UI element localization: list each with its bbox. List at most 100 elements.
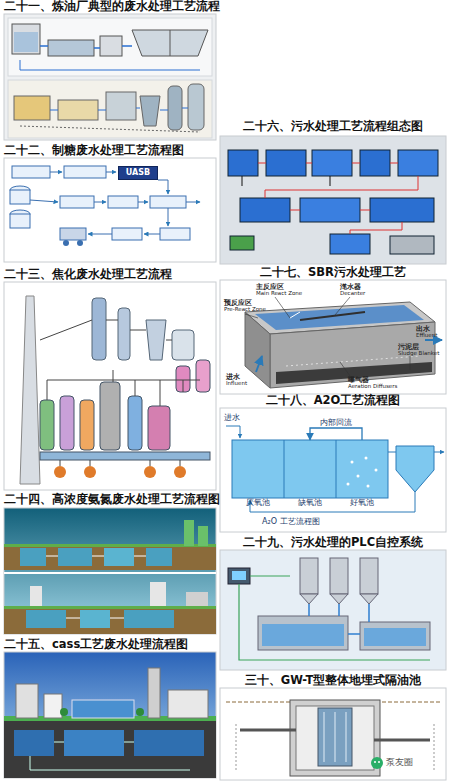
sbr-tank-art [276,362,432,384]
sugar-process-art [106,172,116,173]
scada-process-art [242,176,330,186]
cass-process-art [148,668,160,718]
tank-compartment: 厌氧池 [232,440,284,510]
plc-system-art [364,628,426,646]
ammonia-process-art [146,548,172,566]
process-box: UASB [126,168,150,177]
scada-process-art [265,176,418,234]
scada-process-art [220,136,446,264]
flow-connector [310,428,362,440]
panel: 二十六、污水处理工艺流程组态图 [220,120,446,264]
refinery-process-art [12,24,40,54]
ammonia-process-art [4,508,216,634]
plc-system-art [228,568,250,584]
sugar-process-art [50,172,62,173]
panel-heading: 二十三、焦化废水处理工艺流程 [4,268,216,281]
coking-process-art [60,460,180,466]
callout-label: Influent [226,381,247,387]
coking-process-art [84,466,96,478]
watermark-icon [378,761,380,763]
sbr-tank-art [245,297,410,376]
ammonia-process-art [58,548,92,566]
sugar-process-art [138,202,148,203]
plc-system-art [300,558,318,594]
watermark-icon [371,757,383,769]
scada-process-art [390,236,434,254]
plc-system-art [309,604,369,622]
a2o-tank-art [357,475,360,478]
callout-label: Pre-React Zone [224,307,266,313]
coking-process-art [92,298,106,360]
sbr-tank-art [220,280,446,394]
callout-label: 滗水器 [340,284,361,291]
ammonia-process-art [150,582,166,606]
panel: 二十一、炼油厂典型的废水处理工艺流程 [4,0,216,140]
figure-caption: A₂O 工艺流程图 [262,518,320,526]
a2o-tank-art [232,440,388,498]
plc-system-art [330,594,348,604]
refinery-process-art [20,126,200,132]
refinery-process-art [132,30,208,56]
refinery-process-art [100,36,122,56]
coking-process-art [174,466,186,478]
oil-separator-art [346,712,347,762]
panel: 二十二、制糖废水处理工艺流程图UASB [4,144,216,262]
panel: 二十七、SBR污水处理工艺 [220,266,446,394]
oil-separator-art [236,724,434,770]
scada-process-art [312,150,352,176]
process-box: UASB [118,166,158,180]
refinery-process-art [140,96,160,126]
sugar-process-art [4,158,216,262]
refinery-process-art [106,92,136,120]
sbr-tank-art [255,305,424,330]
refinery-process-art [168,86,182,130]
refinery-process-art [58,100,98,120]
coking-process-art [172,330,194,360]
sbr-tank-art [335,297,350,315]
callout-label: 出水 [416,326,430,333]
sugar-process-art [12,166,50,178]
callout-label: Main React Zone [256,291,302,297]
ammonia-process-art [26,610,66,628]
coking-process-art [144,466,156,478]
sbr-tank-art [300,312,365,320]
sugar-process-art [30,200,58,202]
sugar-process-art [112,228,142,240]
sbr-tank-art [340,362,350,376]
watermark-icon [374,761,376,763]
a2o-tank-art [375,469,378,472]
refinery-process-art [20,60,200,70]
ammonia-process-art [4,572,216,574]
sbr-tank-art [290,312,300,318]
plc-system-art [360,558,378,594]
plc-system-art [239,576,430,660]
sbr-tank-art [245,314,258,318]
ammonia-process-art [4,608,216,634]
panel-heading: 二十五、cass工艺废水处理流程图 [4,638,216,651]
cass-process-art [30,742,190,770]
cass-process-art [64,730,124,756]
callout-label: 污泥层 [398,344,419,351]
ammonia-process-art [186,592,208,606]
sugar-process-art [150,196,186,208]
panel: 二十五、cass工艺废水处理流程图 [4,638,216,778]
a2o-tank-art [351,461,354,464]
plc-system-art [220,550,446,670]
coking-process-art [118,308,130,360]
oil-separator-art [335,712,336,762]
ammonia-process-art [80,610,110,628]
coking-process-art [4,282,216,490]
cass-process-art [14,730,54,756]
ammonia-process-art [20,548,46,566]
scada-process-art [360,150,390,176]
coking-process-art [47,370,200,406]
callout-label: 进水 [226,374,240,381]
coking-process-art [4,282,216,490]
refinery-process-art [188,84,204,130]
refinery-process-art [14,96,50,120]
sugar-process-art [186,202,200,203]
plc-system-art [300,594,318,604]
panel: 二十四、高浓度氨氮废水处理工艺流程图 [4,493,216,634]
